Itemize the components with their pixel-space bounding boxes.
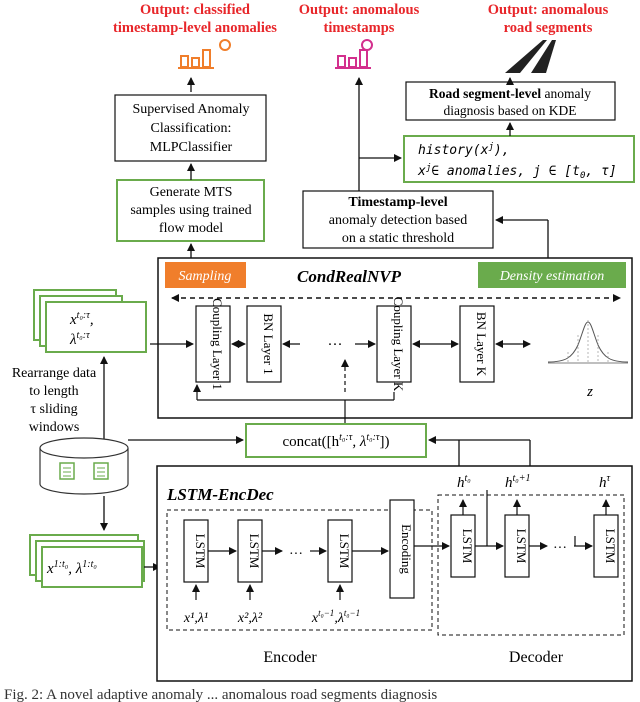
decoder-output-3: hτ bbox=[599, 473, 611, 491]
z-label: z bbox=[586, 384, 593, 400]
supervised-classification-box bbox=[114, 94, 267, 162]
decoder-lstm-1-label: LSTM bbox=[460, 529, 475, 564]
flow-dots: ··· bbox=[328, 337, 343, 353]
decoder-region bbox=[437, 494, 625, 636]
rearrange-note: Rearrange data to length τ sliding windo… bbox=[12, 366, 97, 435]
coupling-layer-1-label: Coupling Layer 1 bbox=[210, 298, 225, 390]
generate-line2: samples using trained bbox=[130, 203, 251, 218]
concat-arrows bbox=[128, 436, 531, 470]
coupling-layer-1 bbox=[195, 305, 231, 383]
output-timestamps: Output: anomalous timestamps bbox=[299, 2, 420, 36]
decoder-label: Decoder bbox=[509, 649, 564, 666]
output-timestamps-line2: timestamps bbox=[324, 20, 395, 36]
generate-line1: Generate MTS bbox=[150, 185, 233, 200]
output-road-line1: Output: anomalous bbox=[488, 2, 609, 18]
coupling-layer-k bbox=[376, 305, 412, 383]
encoder-lstm-2-label: LSTM bbox=[247, 534, 262, 569]
encoder-label: Encoder bbox=[263, 649, 317, 666]
layer-arrows bbox=[150, 340, 531, 425]
decoder-lstm-2-label: LSTM bbox=[514, 529, 529, 564]
lstm-arrows bbox=[192, 490, 610, 600]
road-segment-icon bbox=[505, 40, 556, 73]
road-diagnosis-line1: Road segment-level anomaly bbox=[429, 86, 591, 101]
input-window-x: xt₀:τ, bbox=[69, 310, 94, 328]
figure-caption: Fig. 2: A novel adaptive anomaly ... ano… bbox=[4, 687, 437, 702]
gaussian-density-plot: z bbox=[547, 320, 629, 400]
condrealnvp-title: CondRealNVP bbox=[297, 267, 402, 286]
decoder-outputs: ht₀ ht₀+1 hτ bbox=[457, 473, 611, 491]
encoder-inputs: x¹,λ¹ x²,λ² xt₀−1,λt₀−1 bbox=[183, 608, 360, 626]
decoder-output-1: ht₀ bbox=[457, 473, 471, 491]
input-history-stack: x1:t₀, λ1:t₀ bbox=[29, 534, 145, 588]
input-history-text: x1:t₀, λ1:t₀ bbox=[46, 559, 97, 577]
output-classified: Output: classified timestamp-level anoma… bbox=[113, 2, 277, 36]
history-box bbox=[403, 135, 635, 183]
rearrange-line3: τ sliding bbox=[30, 402, 77, 417]
output-classified-line1: Output: classified bbox=[140, 2, 250, 18]
supervised-line3: MLPClassifier bbox=[150, 140, 233, 155]
timestamp-line1: Timestamp-level bbox=[348, 195, 447, 210]
concat-label: concat([ht₀:τ, λt₀:τ]) bbox=[283, 432, 390, 450]
lstm-encdec-title: LSTM-EncDec bbox=[166, 485, 274, 504]
upper-arrows bbox=[187, 77, 549, 258]
decoder-lstm-3-label: LSTM bbox=[603, 529, 618, 564]
encoder-lstm-2 bbox=[237, 519, 263, 583]
concat-box bbox=[245, 423, 427, 458]
output-road-line2: road segments bbox=[504, 20, 593, 36]
sampling-label: Sampling bbox=[179, 269, 232, 284]
encoding-block bbox=[389, 499, 415, 599]
flow-layers: Coupling Layer 1 BN Layer 1 ··· Coupling… bbox=[195, 297, 495, 392]
timestamp-detection-box bbox=[302, 190, 494, 249]
encoder-cells: LSTM LSTM ··· LSTM Encoding bbox=[183, 499, 415, 599]
timestamp-line3: on a static threshold bbox=[342, 231, 454, 246]
rearrange-line4: windows bbox=[29, 420, 80, 435]
output-road: Output: anomalous road segments bbox=[488, 2, 609, 36]
encoder-input-1: x¹,λ¹ bbox=[183, 611, 208, 626]
timestamp-line2: anomaly detection based bbox=[329, 213, 467, 228]
sampling-badge bbox=[165, 262, 246, 288]
decoder-dots: ··· bbox=[553, 541, 567, 556]
decoder-cells: LSTM LSTM ··· LSTM bbox=[450, 514, 619, 578]
history-line1: history(xj), bbox=[418, 142, 510, 158]
encoder-input-2: x²,λ² bbox=[237, 611, 263, 626]
generate-line3: flow model bbox=[159, 221, 223, 236]
bn-layer-1 bbox=[246, 305, 282, 383]
rearrange-line1: Rearrange data bbox=[12, 366, 97, 381]
anomalous-timestamp-icon bbox=[335, 39, 373, 69]
encoder-lstm-1 bbox=[183, 519, 209, 583]
output-classified-line2: timestamp-level anomalies bbox=[113, 20, 277, 36]
classified-anomaly-icon bbox=[178, 39, 231, 69]
bn-layer-k bbox=[459, 305, 495, 383]
encoder-region bbox=[166, 509, 433, 631]
input-window-stack: xt₀:τ, λt₀:τ bbox=[33, 289, 147, 353]
history-line2: xj∈ anomalies, j ∈ [t0, τ] bbox=[417, 163, 617, 181]
road-diagnosis-line2: diagnosis based on KDE bbox=[443, 103, 576, 118]
encoder-lstm-1-label: LSTM bbox=[193, 534, 208, 569]
encoder-dots: ··· bbox=[289, 547, 303, 562]
rearrange-line2: to length bbox=[29, 384, 78, 399]
density-label: Density estimation bbox=[499, 269, 605, 284]
supervised-line2: Classification: bbox=[151, 121, 232, 136]
bn-layer-k-label: BN Layer K bbox=[474, 312, 489, 377]
input-window-lambda: λt₀:τ bbox=[69, 330, 90, 348]
encoder-input-3: xt₀−1,λt₀−1 bbox=[311, 608, 360, 626]
generate-mts-box bbox=[116, 179, 265, 242]
bn-layer-1-label: BN Layer 1 bbox=[261, 313, 276, 374]
encoder-lstm-3-label: LSTM bbox=[337, 534, 352, 569]
decoder-output-2: ht₀+1 bbox=[505, 473, 531, 491]
coupling-layer-k-label: Coupling Layer K bbox=[391, 297, 406, 392]
supervised-line1: Supervised Anomaly bbox=[132, 102, 249, 117]
encoding-label: Encoding bbox=[399, 524, 414, 574]
output-timestamps-line1: Output: anomalous bbox=[299, 2, 420, 18]
database-icon bbox=[39, 437, 129, 495]
density-badge bbox=[478, 262, 626, 288]
